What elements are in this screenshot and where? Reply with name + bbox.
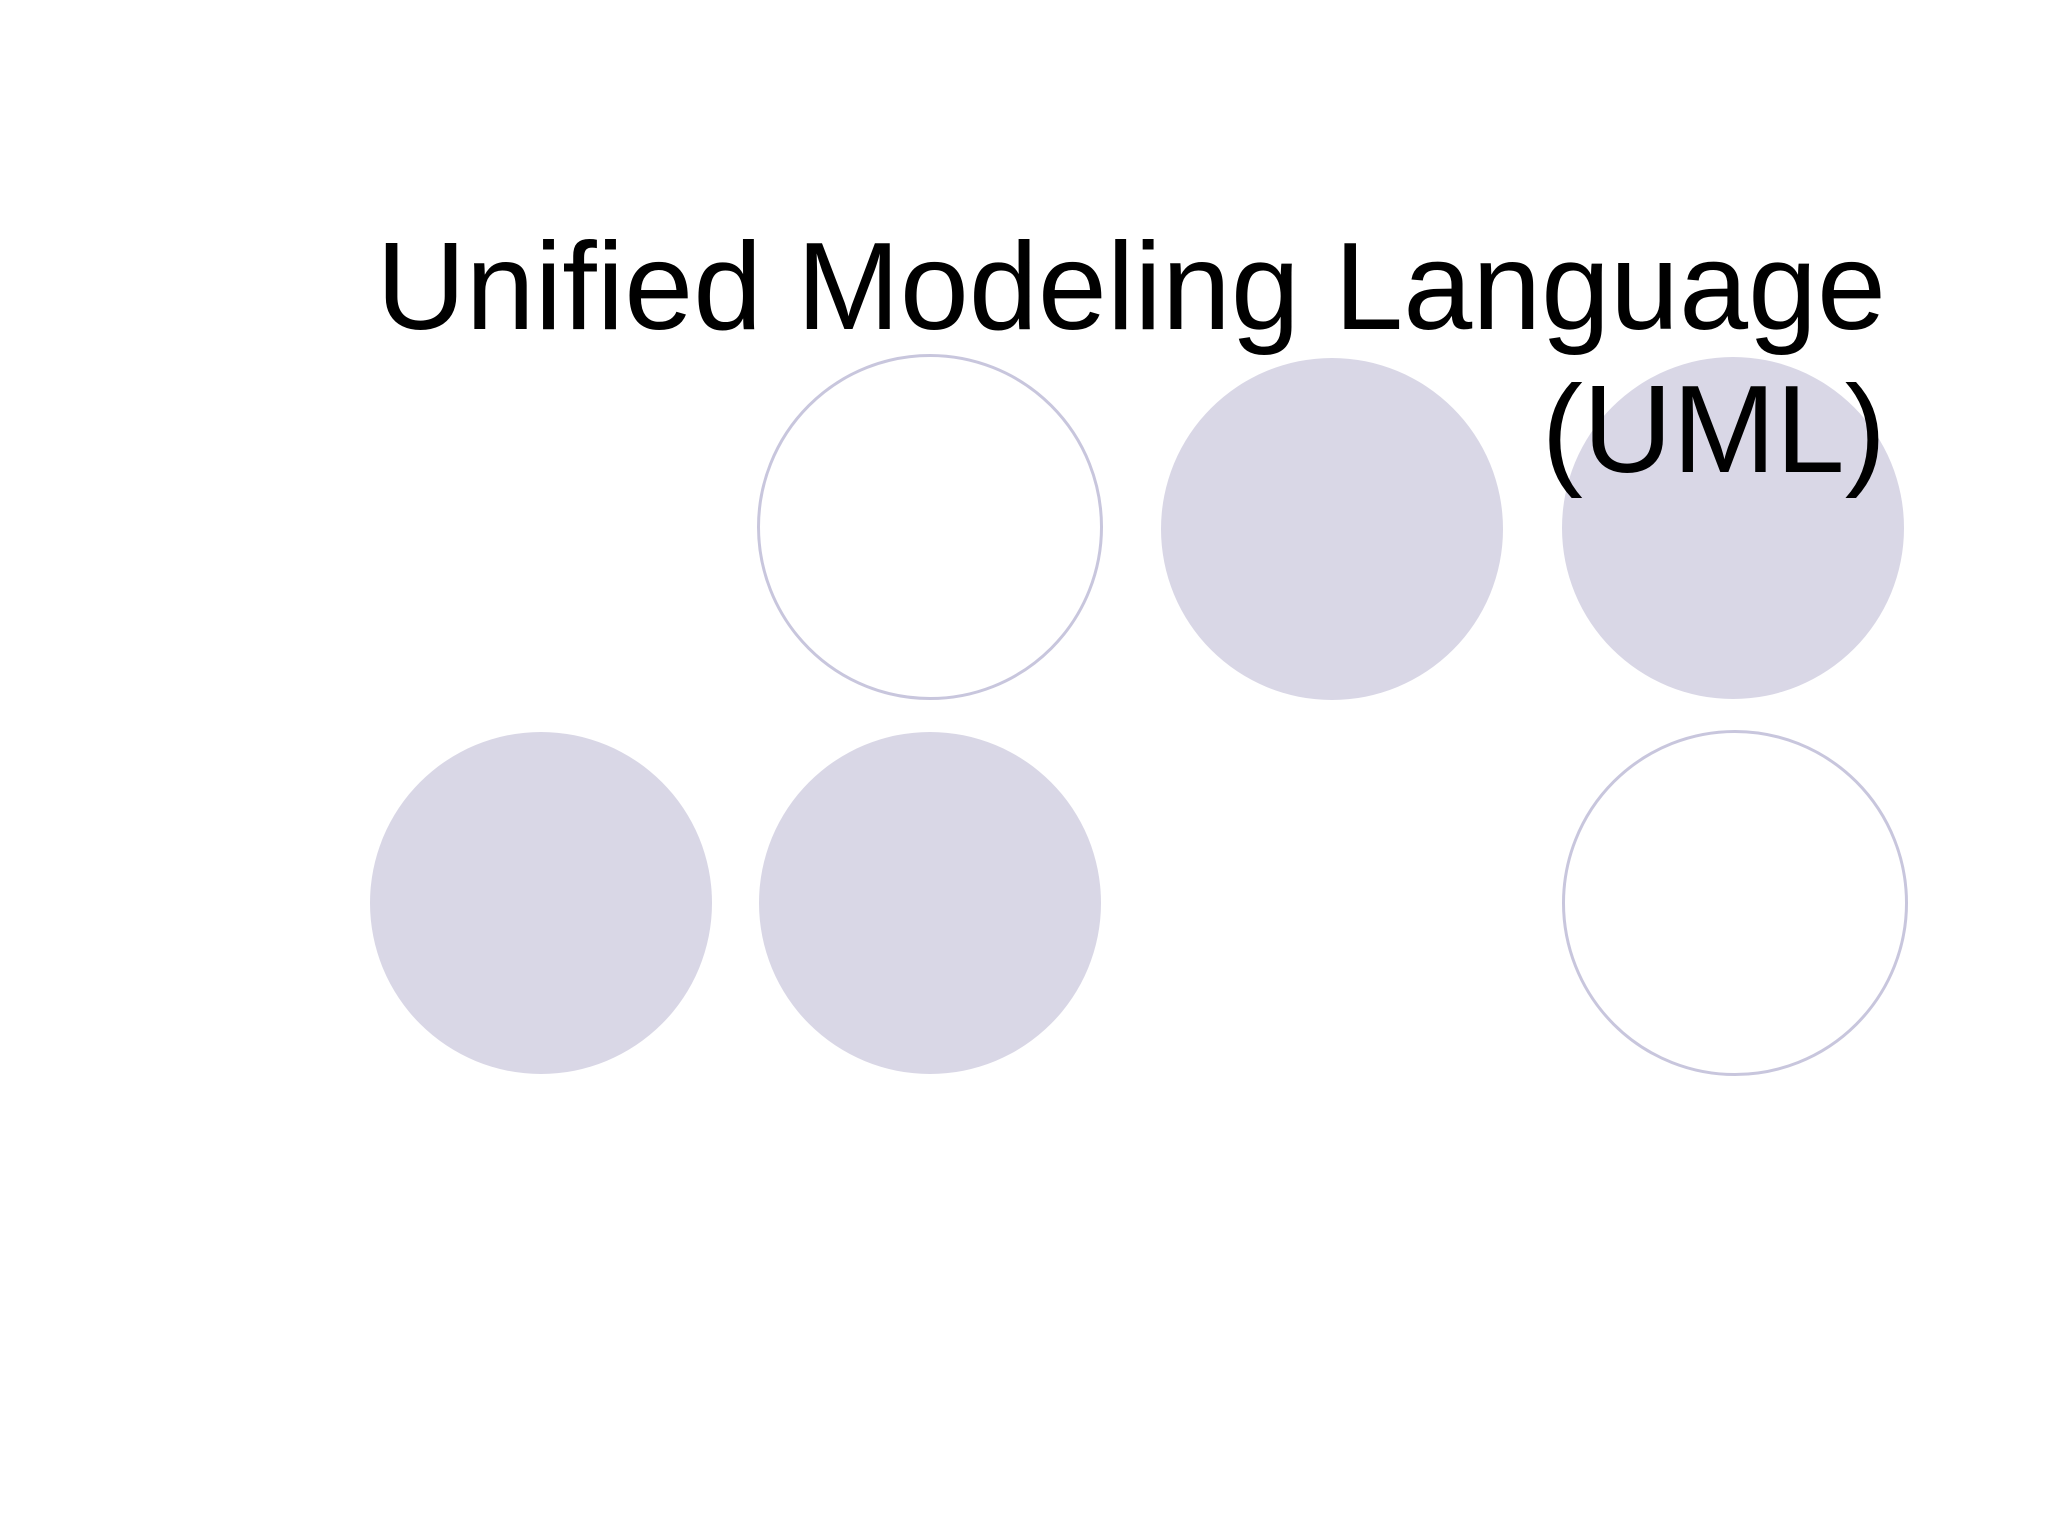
decorative-circle-filled-bottom-middle	[759, 732, 1101, 1074]
slide-title: Unified Modeling Language (UML)	[376, 216, 1886, 501]
title-line-1: Unified Modeling Language	[376, 218, 1886, 356]
decorative-circle-filled-top-right	[1562, 357, 1904, 699]
title-line-2: (UML)	[1541, 360, 1886, 499]
decorative-circle-filled-bottom-left	[370, 732, 712, 1074]
decorative-circle-outline-bottom-right	[1562, 730, 1908, 1076]
decorative-circle-filled-top-middle	[1161, 358, 1503, 700]
decorative-circle-outline-top-left	[757, 354, 1103, 700]
